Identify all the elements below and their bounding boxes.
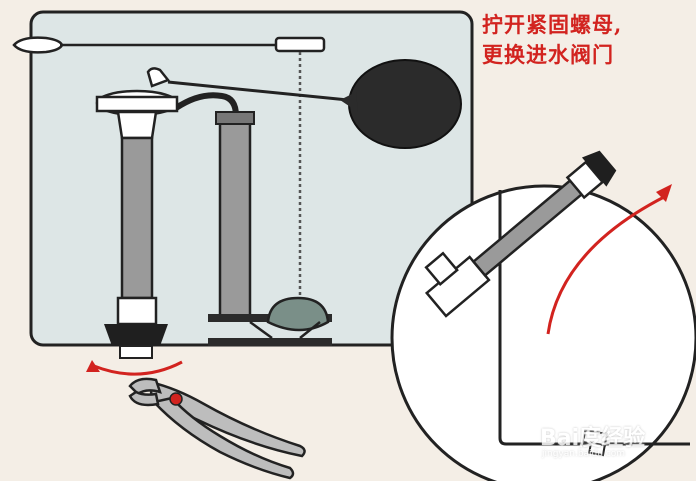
instruction-caption: 拧开紧固螺母, 更换进水阀门 [482, 10, 687, 70]
overflow-pipe [215, 111, 255, 318]
flush-handle [12, 36, 326, 54]
watermark: Bai度经验 jingyan.baidu.com [540, 420, 645, 459]
flush-flapper [208, 296, 332, 346]
watermark-url: jingyan.baidu.com [542, 449, 626, 459]
pliers-icon [128, 377, 306, 480]
watermark-brand: Bai度经验 [540, 426, 646, 451]
caption-line-2: 更换进水阀门 [482, 42, 614, 67]
fill-valve [95, 67, 179, 359]
rotation-arrow-icon [93, 360, 183, 376]
detail-magnifier [390, 150, 696, 481]
curved-arrow-icon [546, 194, 667, 335]
float-arm [167, 80, 349, 102]
refill-tube [174, 92, 239, 117]
float-ball-icon [348, 59, 462, 149]
caption-line-1: 拧开紧固螺母, [482, 12, 623, 37]
